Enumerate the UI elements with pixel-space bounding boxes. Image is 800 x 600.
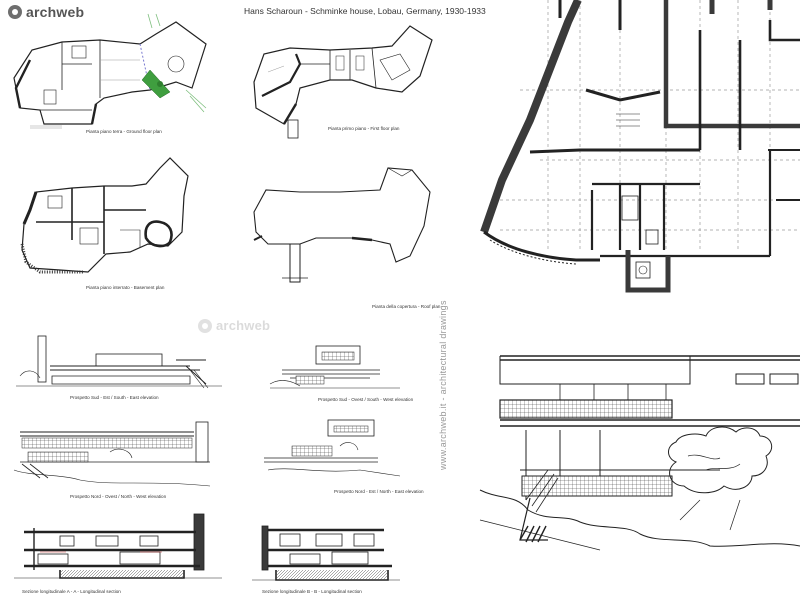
detail-elevation [479,355,800,551]
caption-roof: Pianta della copertura - Roof plan [372,304,441,309]
elevation-north-west [13,421,211,487]
caption-elevation-se: Prospetto Sud - Est / South - East eleva… [70,395,159,400]
brand-name: archweb [26,4,85,20]
archweb-logo[interactable]: archweb [8,4,84,20]
caption-first-floor: Pianta primo piano - First floor plan [328,126,400,131]
watermark-logo: archweb [198,318,270,333]
caption-section-bb: Sezione longitudinale B - B - Longitudin… [262,589,362,594]
elevation-south-east [16,335,222,389]
caption-basement: Pianta piano interrato - Basement plan [86,285,165,290]
caption-section-aa: Sezione longitudinale A - A - Longitudin… [22,589,121,594]
caption-ground-floor: Pianta piano terra - Ground floor plan [86,129,162,134]
caption-elevation-ne: Prospetto Nord - Est / North - East elev… [334,489,424,494]
roof-plan [253,167,431,283]
caption-elevation-nw: Prospetto Nord - Ovest / North - West el… [70,494,167,499]
elevation-south-west [269,345,400,389]
ground-floor-plan [13,13,207,129]
first-floor-plan [253,25,433,139]
sheet-title: Hans Scharoun - Schminke house, Lobau, G… [244,6,486,16]
side-url-text: www.archweb.it - architectural drawings [438,300,448,470]
section-aa [14,513,222,579]
detail-plan [480,0,800,293]
elevation-north-east [264,419,401,477]
archweb-logo-icon [8,5,22,19]
section-bb [252,525,400,581]
watermark-icon [198,318,212,333]
watermark-text: archweb [216,318,271,333]
basement-plan [20,157,189,274]
caption-elevation-sw: Prospetto Sud - Ovest / South - West ele… [318,397,414,402]
